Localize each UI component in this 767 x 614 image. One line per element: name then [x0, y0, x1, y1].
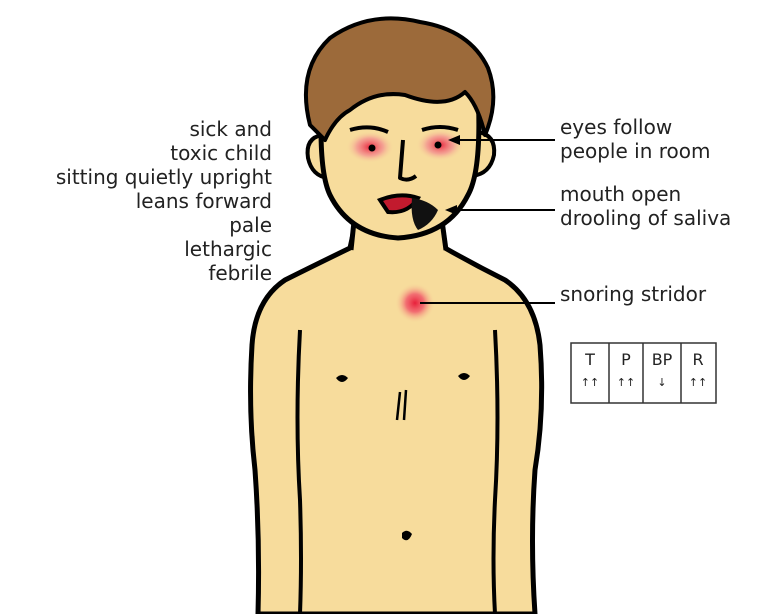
vital-bp-trend: ↓: [657, 376, 666, 389]
vital-bp-label: BP: [652, 350, 673, 369]
callout-mouth: mouth open drooling of saliva: [445, 182, 731, 230]
left-label-7: febrile: [208, 261, 272, 285]
vital-signs-box: T ↑↑ P ↑↑ BP ↓ R ↑↑: [571, 343, 716, 403]
vital-resp-label: R: [692, 350, 703, 369]
mouth-callout-line-2: drooling of saliva: [560, 206, 731, 230]
left-label-2: toxic child: [170, 141, 272, 165]
eyes-callout-line-1: eyes follow: [560, 115, 672, 139]
eyes-callout-line-2: people in room: [560, 139, 710, 163]
left-label-4: leans forward: [136, 189, 272, 213]
left-label-3: sitting quietly upright: [56, 165, 272, 189]
vital-pulse-label: P: [621, 350, 631, 369]
mouth-callout-line-1: mouth open: [560, 182, 681, 206]
left-label-group: sick and toxic child sitting quietly upr…: [56, 117, 272, 285]
child-figure: [251, 18, 542, 614]
left-label-1: sick and: [189, 117, 272, 141]
vital-temp-label: T: [584, 350, 595, 369]
right-eye: [435, 142, 442, 149]
left-eye: [369, 145, 376, 152]
vital-temp-trend: ↑↑: [581, 376, 599, 389]
left-label-6: lethargic: [184, 237, 272, 261]
vital-resp-trend: ↑↑: [689, 376, 707, 389]
throat-callout-line-1: snoring stridor: [560, 282, 707, 306]
left-label-5: pale: [229, 213, 272, 237]
vital-pulse-trend: ↑↑: [617, 376, 635, 389]
